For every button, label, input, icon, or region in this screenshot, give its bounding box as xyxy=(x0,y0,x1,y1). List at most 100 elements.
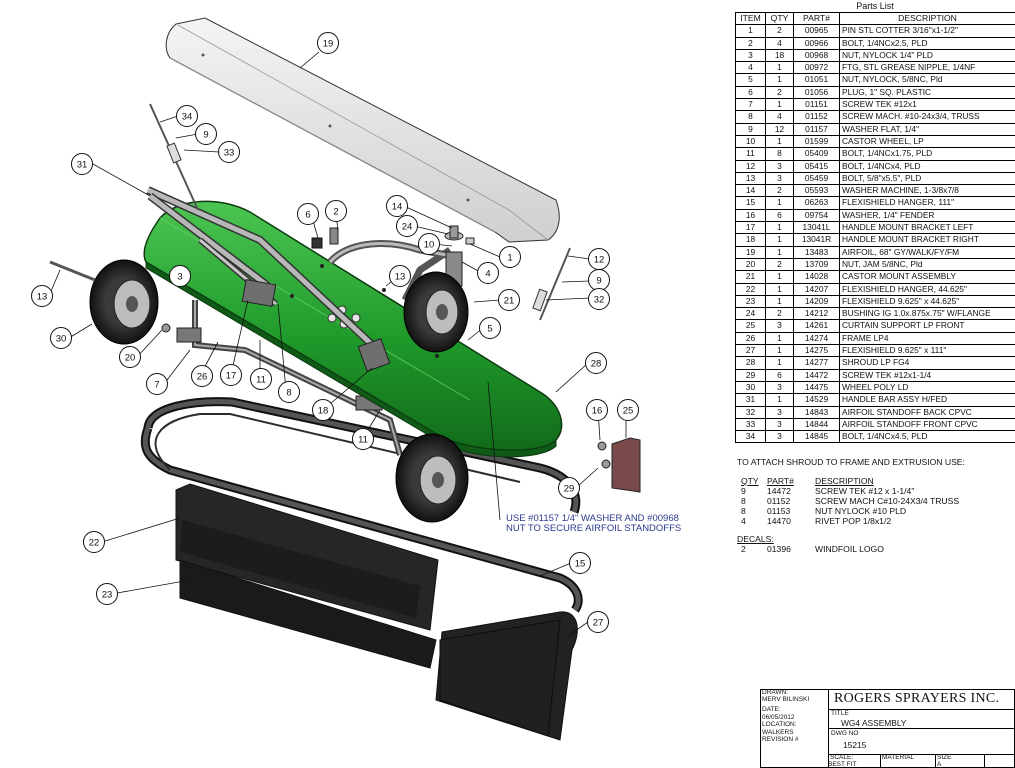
part-number-cell: 05459 xyxy=(793,171,840,186)
callout-5: 5 xyxy=(479,317,501,339)
part-number-cell: 00968 xyxy=(793,48,840,63)
attach-row-qty: 8 xyxy=(741,496,746,506)
description-cell: HANDLE MOUNT BRACKET LEFT xyxy=(839,221,1015,235)
tb-scale-label: SCALE: xyxy=(830,754,854,761)
attach-instructions: TO ATTACH SHROUD TO FRAME AND EXTRUSION … xyxy=(737,456,1013,554)
svg-text:1: 1 xyxy=(507,253,512,264)
svg-text:25: 25 xyxy=(623,406,634,417)
parts-header-row: ITEM QTY PART# DESCRIPTION xyxy=(735,11,1015,26)
part-number-cell: 14844 xyxy=(793,417,840,432)
svg-text:20: 20 xyxy=(125,353,136,364)
qty-cell: 2 xyxy=(765,257,794,272)
qty-cell: 1 xyxy=(765,344,794,358)
svg-text:13: 13 xyxy=(395,272,406,283)
description-cell: FLEXISHIELD HANGER, 111" xyxy=(839,196,1015,210)
tb-revision-label: REVISION # xyxy=(762,736,799,743)
description-cell: FLEXISHIELD 9.625" x 44.625" xyxy=(839,294,1015,309)
item-cell: 10 xyxy=(735,134,766,149)
part-number-cell: 14212 xyxy=(793,307,840,321)
part-number-cell: 01157 xyxy=(793,122,840,136)
callout-balloons: 19 34 9 33 31 6 2 14 24 10 4 1 12 9 32 1… xyxy=(31,32,639,633)
decals-heading: DECALS: xyxy=(737,534,774,544)
standoff-bolt-parts xyxy=(49,103,641,493)
item-cell: 28 xyxy=(735,356,766,370)
description-cell: BUSHING IG 1.0x.875x.75" W/FLANGE xyxy=(839,307,1015,321)
qty-cell: 18 xyxy=(765,48,794,63)
description-cell: WASHER FLAT, 1/4" xyxy=(839,122,1015,136)
tb-drawn-label: DRAWN: xyxy=(762,689,789,696)
svg-text:11: 11 xyxy=(358,435,368,446)
svg-text:31: 31 xyxy=(77,160,88,171)
part-number-cell: 13041L xyxy=(793,221,840,235)
description-cell: WASHER, 1/4" FENDER xyxy=(839,208,1015,223)
part-number-cell: 05415 xyxy=(793,159,840,173)
item-cell: 17 xyxy=(735,221,766,235)
qty-cell: 6 xyxy=(765,208,794,223)
svg-text:26: 26 xyxy=(197,372,208,383)
callout-16: 16 xyxy=(586,399,608,421)
tb-date-label: DATE: xyxy=(762,706,781,713)
qty-cell: 1 xyxy=(765,282,794,296)
svg-text:13: 13 xyxy=(37,292,48,303)
part-number-cell: 06263 xyxy=(793,196,840,210)
description-cell: WASHER MACHINE, 1-3/8x7/8 xyxy=(839,184,1015,198)
item-cell: 30 xyxy=(735,380,766,395)
description-cell: CASTOR WHEEL, LP xyxy=(839,134,1015,149)
item-cell: 14 xyxy=(735,184,766,198)
tb-dwg-label: DWG NO xyxy=(831,730,859,737)
part-number-cell: 01051 xyxy=(793,73,840,87)
callout-34: 34 xyxy=(176,105,198,127)
description-cell: AIRFOIL STANDOFF FRONT CPVC xyxy=(839,417,1015,432)
part-number-cell: 14207 xyxy=(793,282,840,296)
description-cell: BOLT, 1/4NCx4.5, PLD xyxy=(839,430,1015,444)
part-number-cell: 14529 xyxy=(793,393,840,407)
part-number-cell: 09754 xyxy=(793,208,840,223)
callout-13b: 13 xyxy=(31,285,53,307)
part-number-cell: 14472 xyxy=(793,368,840,382)
callout-22: 22 xyxy=(83,531,105,553)
tb-blank-cell xyxy=(984,754,1015,768)
qty-cell: 1 xyxy=(765,61,794,75)
callout-32: 32 xyxy=(588,288,610,310)
tb-date-value: 06/05/2012 xyxy=(762,714,795,721)
svg-text:USE #01157 1/4" WASHER AND #00: USE #01157 1/4" WASHER AND #00968 xyxy=(506,513,679,524)
callout-21: 21 xyxy=(498,289,520,311)
attach-row-part-number: 14470 xyxy=(767,516,791,526)
qty-cell: 2 xyxy=(765,184,794,198)
callout-2: 2 xyxy=(325,200,347,222)
part-number-cell: 01599 xyxy=(793,134,840,149)
callout-27: 27 xyxy=(587,611,609,633)
qty-cell: 2 xyxy=(765,24,794,38)
callout-18: 18 xyxy=(312,399,334,421)
callout-11: 11 xyxy=(250,368,272,390)
assembly-note: USE #01157 1/4" WASHER AND #00968 NUT TO… xyxy=(506,513,681,534)
item-cell: 18 xyxy=(735,233,766,247)
qty-cell: 6 xyxy=(765,368,794,382)
item-cell: 7 xyxy=(735,98,766,112)
callout-31: 31 xyxy=(71,153,93,175)
description-cell: HANDLE BAR ASSY H/FED xyxy=(839,393,1015,407)
flexishield-part xyxy=(140,397,583,741)
part-number-cell: 01151 xyxy=(793,98,840,112)
